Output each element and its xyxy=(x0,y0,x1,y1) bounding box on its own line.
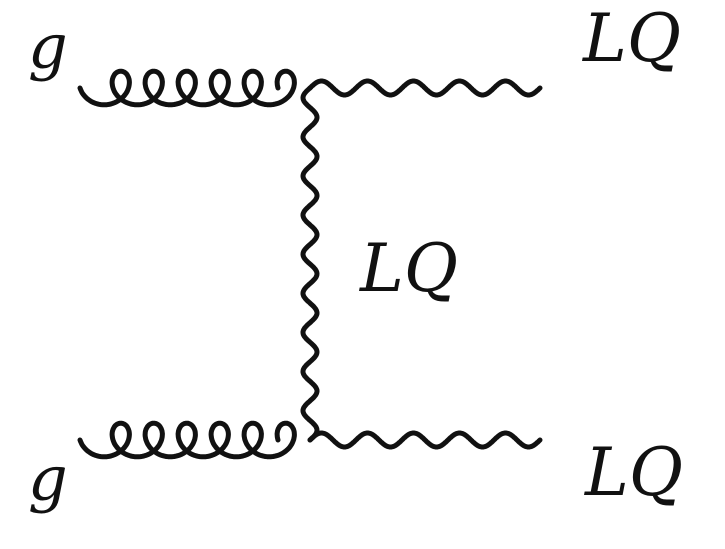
gluon-line-bottom xyxy=(77,420,297,460)
gluon-line-top xyxy=(77,68,297,108)
lq-propagator-line xyxy=(300,85,320,443)
gluon-label-top: g xyxy=(28,10,68,83)
lq-outgoing-line-bottom xyxy=(307,430,543,450)
leptoquark-label-bottom-right: LQ xyxy=(585,434,683,511)
leptoquark-label-propagator: LQ xyxy=(360,230,458,307)
lq-outgoing-line-top xyxy=(307,78,543,98)
leptoquark-label-top-right: LQ xyxy=(583,0,681,77)
gluon-label-bottom: g xyxy=(28,442,68,515)
